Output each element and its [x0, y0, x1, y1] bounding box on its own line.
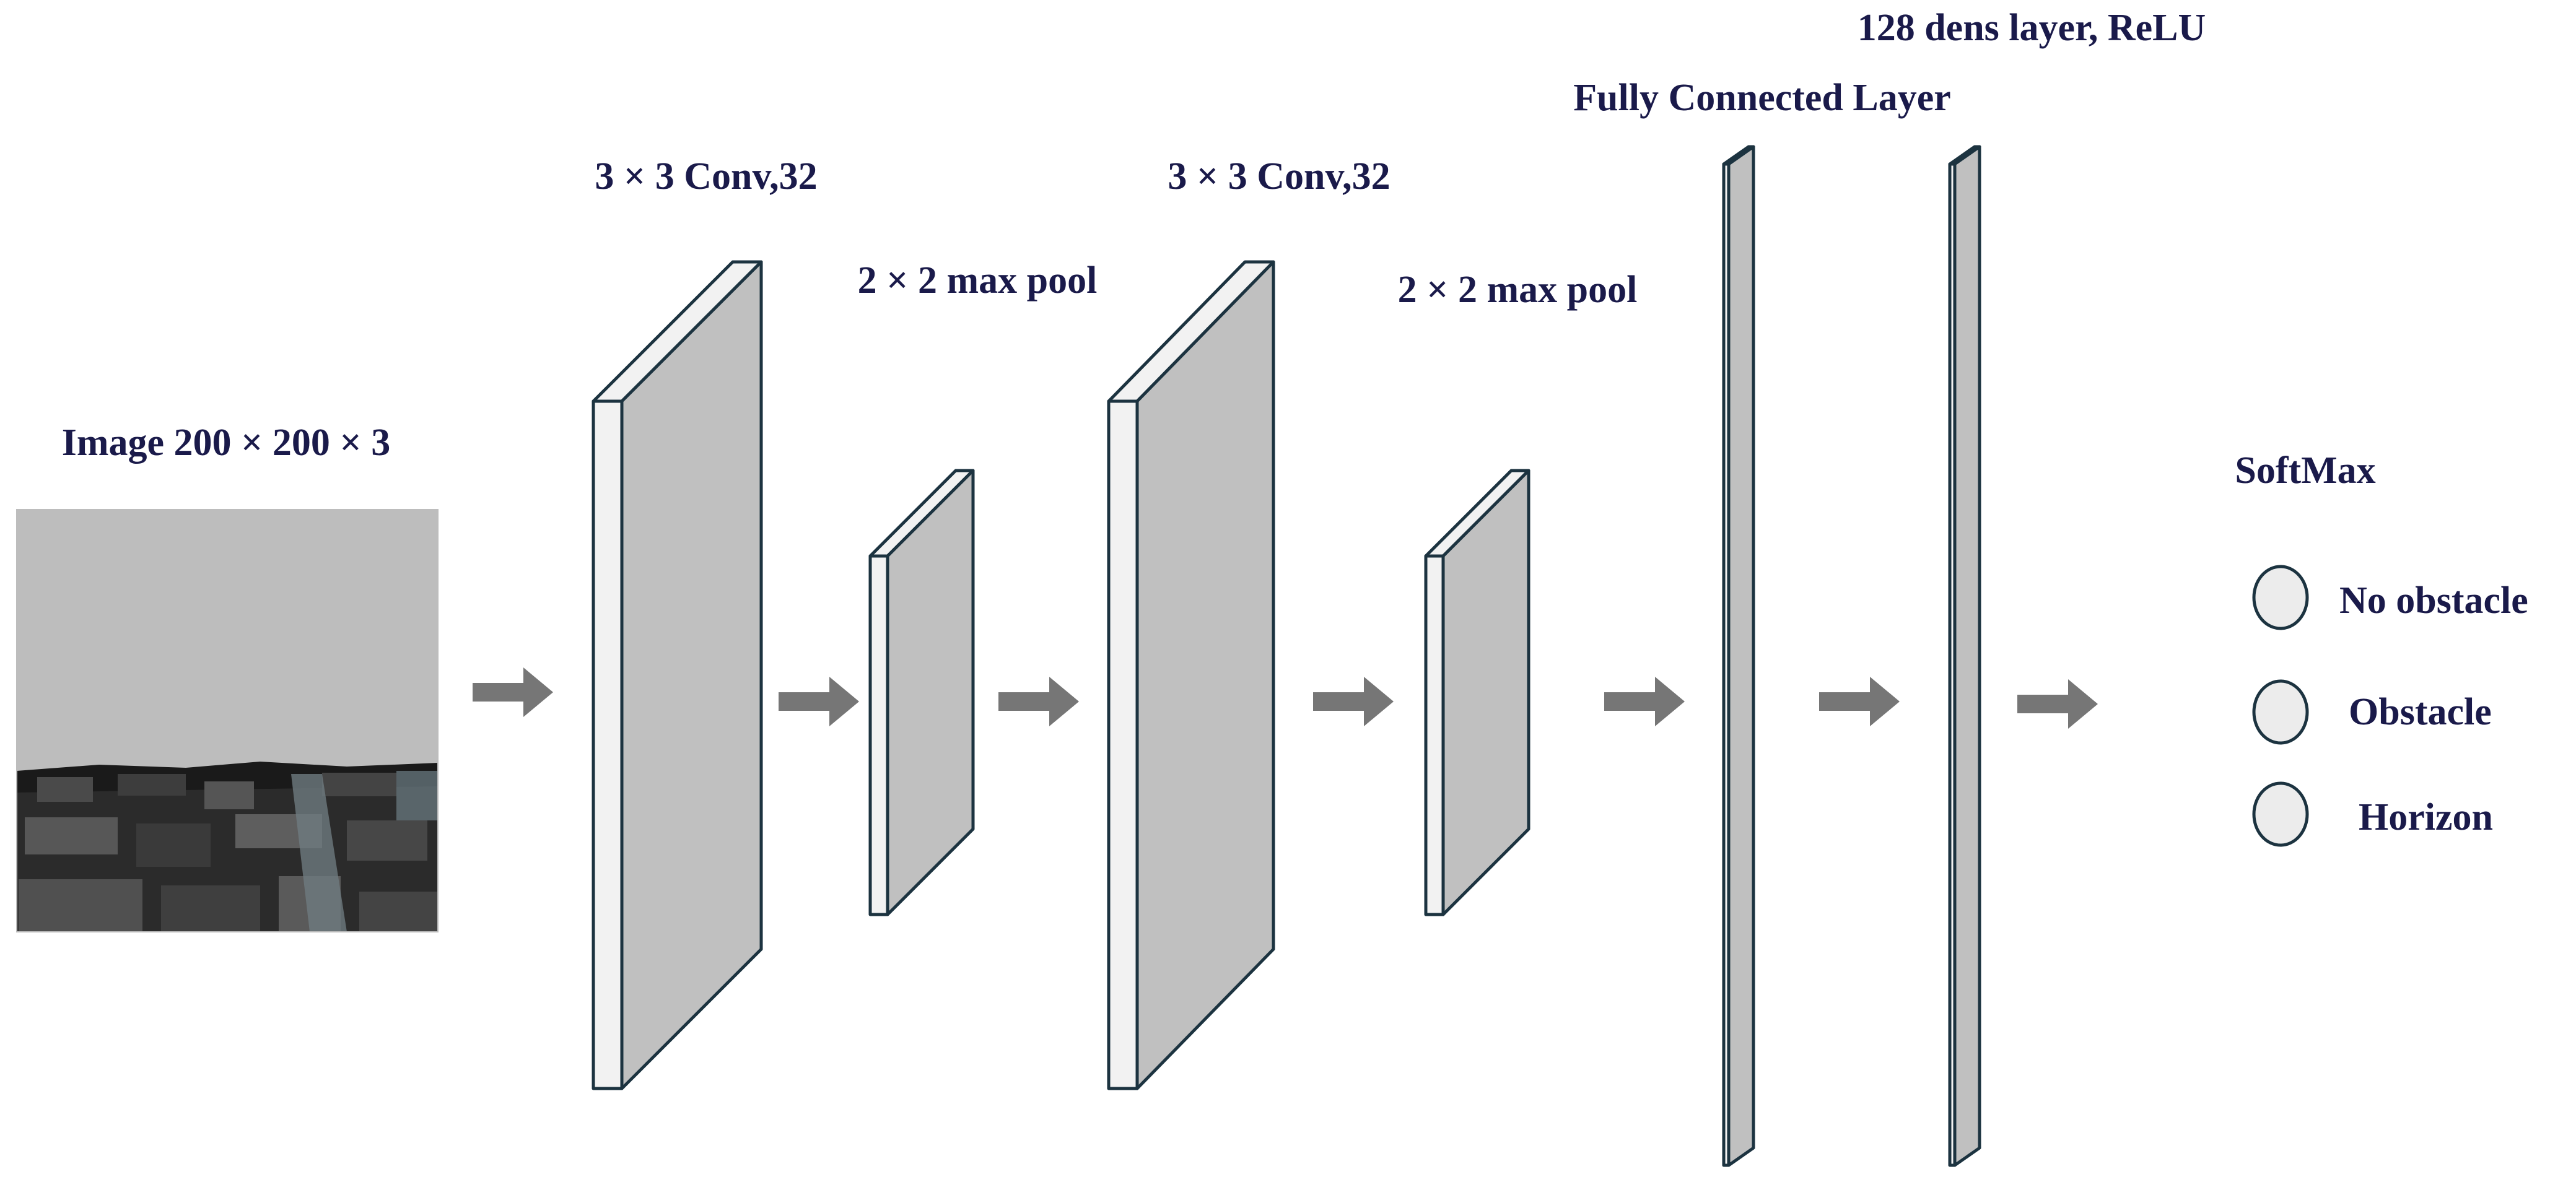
output-node	[2252, 679, 2309, 745]
conv2-label: 3 × 3 Conv,32	[1168, 155, 1390, 198]
fc-layer-block	[1722, 145, 1755, 1167]
dense-layer-block	[1948, 145, 1981, 1167]
dense-label: 128 dens layer, ReLU	[1858, 7, 2206, 49]
input-label: Image 200 × 200 × 3	[62, 422, 390, 464]
class-label: Obstacle	[2349, 691, 2492, 733]
softmax-class-2: Horizon	[2252, 781, 2493, 847]
arrow-7	[2017, 679, 2098, 729]
softmax-class-0: No obstacle	[2252, 565, 2528, 630]
fc-label: Fully Connected Layer	[1573, 77, 1951, 119]
output-node	[2252, 781, 2309, 847]
input-image	[16, 509, 439, 932]
output-node	[2252, 565, 2309, 630]
class-label: Horizon	[2359, 796, 2493, 838]
arrow-2	[779, 677, 859, 726]
arrow-1	[473, 667, 553, 717]
arrow-6	[1819, 677, 1900, 726]
softmax-class-1: Obstacle	[2252, 679, 2492, 745]
class-label: No obstacle	[2339, 580, 2528, 622]
conv-block-2	[1107, 260, 1275, 1090]
softmax-title: SoftMax	[2235, 450, 2375, 492]
arrow-3	[998, 677, 1079, 726]
conv-block-1	[592, 260, 763, 1090]
arrow-4	[1313, 677, 1394, 726]
conv1-label: 3 × 3 Conv,32	[595, 155, 817, 198]
pool-block-1	[868, 469, 975, 916]
arrow-5	[1604, 677, 1685, 726]
pool2-label: 2 × 2 max pool	[1398, 269, 1638, 311]
pool1-label: 2 × 2 max pool	[858, 259, 1098, 302]
pool-block-2	[1424, 469, 1530, 916]
